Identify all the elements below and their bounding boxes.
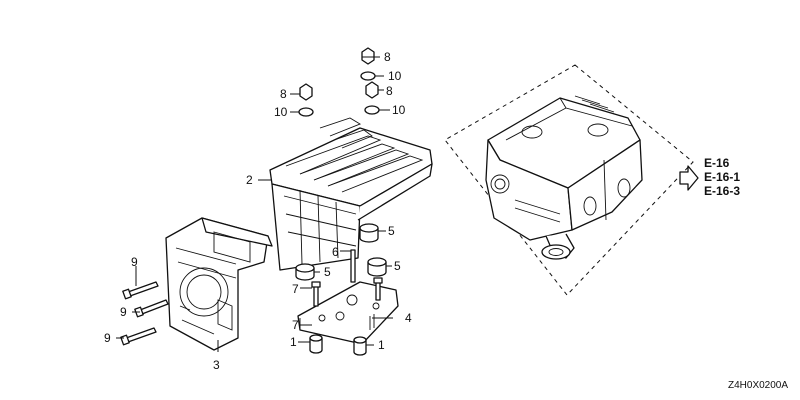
muffler-protector-upper xyxy=(269,117,433,271)
callout-8-top[interactable]: 8 xyxy=(384,50,391,64)
bolt-9b xyxy=(139,299,169,315)
diagram-code: Z4H0X0200A xyxy=(728,380,788,391)
callout-9-middle[interactable]: 9 xyxy=(120,305,127,319)
nut-8a xyxy=(361,47,375,65)
callout-labels: 8 10 8 10 8 10 2 3 4 5 5 5 6 7 7 9 9 9 1… xyxy=(104,50,412,372)
callout-9-bottom[interactable]: 9 xyxy=(104,331,111,345)
collar-1b xyxy=(353,340,367,356)
engine-outline-illustration xyxy=(485,95,643,260)
reference-e16[interactable]: E-16 xyxy=(704,156,730,170)
engine-inset xyxy=(444,64,694,296)
stud-parts xyxy=(311,249,383,330)
muffler-protector-lower xyxy=(165,217,273,351)
callout-2[interactable]: 2 xyxy=(246,173,253,187)
callout-5-right[interactable]: 5 xyxy=(394,259,401,273)
callout-10-top[interactable]: 10 xyxy=(388,69,402,83)
nut-8b xyxy=(365,81,379,99)
bolt-7b xyxy=(375,281,381,301)
right-arrow-icon xyxy=(679,165,699,191)
callout-1-right[interactable]: 1 xyxy=(378,338,385,352)
callout-9-top[interactable]: 9 xyxy=(131,255,138,269)
callout-7-upper[interactable]: 7 xyxy=(292,282,299,296)
grommet-parts xyxy=(295,223,387,281)
callout-10-left[interactable]: 10 xyxy=(274,105,288,119)
reference-pointer: E-16 E-16-1 E-16-3 xyxy=(679,156,740,198)
callout-5-left[interactable]: 5 xyxy=(324,265,331,279)
callout-10-middle[interactable]: 10 xyxy=(392,103,406,117)
callout-3[interactable]: 3 xyxy=(213,358,220,372)
nut-washer-parts xyxy=(298,47,380,117)
reference-e16-1[interactable]: E-16-1 xyxy=(704,170,740,184)
stud-6 xyxy=(350,249,356,283)
callout-6[interactable]: 6 xyxy=(332,245,339,259)
bolt-9a xyxy=(127,281,159,297)
nut-8c xyxy=(299,83,313,101)
washer-10b xyxy=(364,105,380,115)
collar-1a xyxy=(309,338,323,354)
bolt-9-parts xyxy=(120,281,169,346)
callout-5-upper[interactable]: 5 xyxy=(388,224,395,238)
reference-e16-3[interactable]: E-16-3 xyxy=(704,184,740,198)
washer-10c xyxy=(298,107,314,117)
leader-lines xyxy=(116,56,393,352)
callout-8-middle[interactable]: 8 xyxy=(386,84,393,98)
collar-parts xyxy=(309,334,367,356)
callout-4[interactable]: 4 xyxy=(405,311,412,325)
callout-1-left[interactable]: 1 xyxy=(290,335,297,349)
bolt-7a xyxy=(313,285,319,307)
washer-10a xyxy=(360,71,376,81)
callout-7-lower[interactable]: 7 xyxy=(292,318,299,332)
mounting-plate xyxy=(297,281,399,345)
callout-8-left[interactable]: 8 xyxy=(280,87,287,101)
bolt-9c xyxy=(125,327,157,343)
